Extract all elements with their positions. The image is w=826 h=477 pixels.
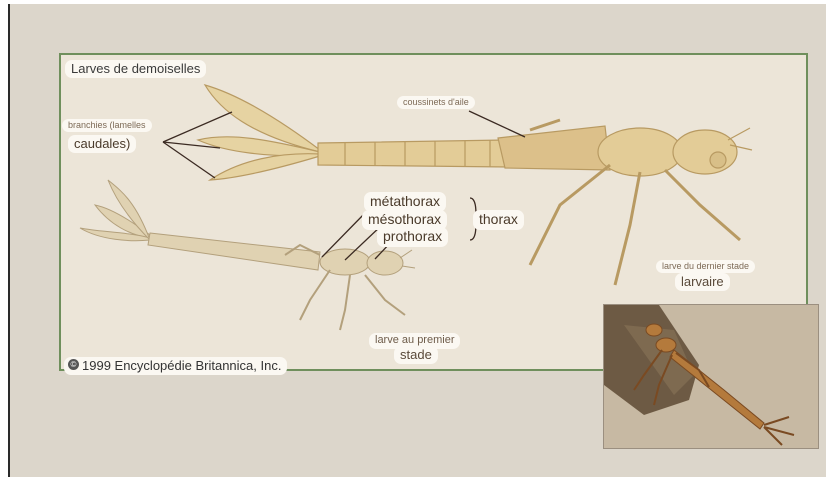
damselfly-larva-photo-icon	[604, 305, 819, 449]
last-stage-label-line2: larvaire	[675, 273, 730, 291]
metathorax-label: métathorax	[364, 192, 446, 212]
first-stage-label-line2: stade	[394, 346, 438, 364]
inset-photo	[603, 304, 819, 449]
wing-pads-label: coussinets d'aile	[397, 96, 475, 109]
gills-label-line1: branchies (lamelles	[62, 119, 152, 132]
prothorax-label: prothorax	[377, 227, 448, 247]
copyright-text: 1999 Encyclopédie Britannica, Inc.	[82, 358, 281, 373]
last-stage-label-line1: larve du dernier stade	[656, 260, 755, 273]
gills-label-line2: caudales)	[68, 135, 136, 153]
copyright-icon: ©	[68, 359, 79, 370]
copyright-notice: © 1999 Encyclopédie Britannica, Inc.	[64, 357, 287, 375]
thorax-label: thorax	[473, 210, 524, 230]
plate-title: Larves de demoiselles	[65, 60, 206, 78]
leader-lines	[163, 111, 525, 260]
